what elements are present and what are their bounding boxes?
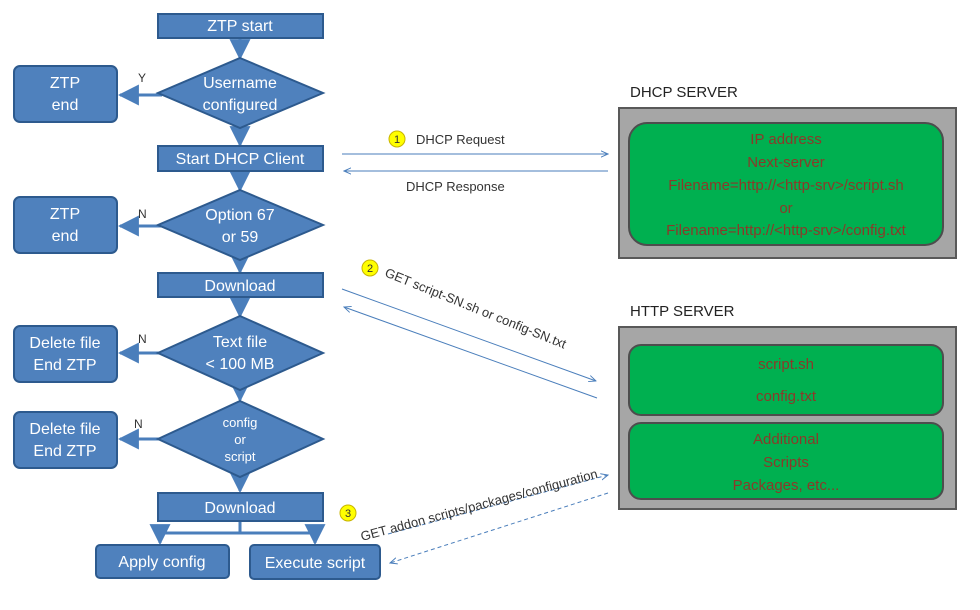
apply-config-box: Apply config	[95, 544, 230, 579]
svg-text:script.sh: script.sh	[758, 356, 814, 373]
svg-text:2: 2	[367, 263, 373, 275]
http-server-title: HTTP SERVER	[630, 303, 735, 320]
execute-script-box: Execute script	[249, 544, 381, 580]
delete-file-box-1: Delete file End ZTP	[13, 325, 118, 383]
svg-text:End ZTP: End ZTP	[33, 357, 96, 374]
svg-text:or: or	[234, 432, 246, 447]
additional-panel	[628, 422, 944, 500]
svg-text:script: script	[224, 449, 255, 464]
dhcp-server-title: DHCP SERVER	[630, 84, 738, 101]
ztp-start-box: ZTP start	[157, 13, 324, 39]
text-file-size-decision: Text file < 100 MB	[155, 314, 326, 392]
option-67-59-decision: Option 67 or 59	[155, 188, 326, 262]
yes-label: Y	[138, 71, 146, 85]
http-get-messages: 2 GET script-SN.sh or config-SN.txt	[341, 259, 598, 399]
step-3-badge	[339, 504, 357, 522]
svg-text:Filename=http://<http-srv>/scr: Filename=http://<http-srv>/script.sh	[668, 177, 904, 194]
svg-text:Packages, etc...: Packages, etc...	[733, 477, 840, 494]
dhcp-request-label: DHCP Request	[416, 132, 505, 147]
download-box-2: Download	[157, 492, 324, 522]
svg-text:or: or	[779, 200, 792, 217]
svg-text:1: 1	[394, 134, 400, 146]
svg-text:config.txt: config.txt	[756, 388, 817, 405]
svg-text:Download: Download	[204, 278, 275, 295]
dhcp-messages: 1 DHCP Request DHCP Response	[342, 130, 608, 194]
svg-text:ZTP: ZTP	[50, 206, 80, 223]
svg-text:Next-server: Next-server	[747, 154, 825, 171]
download-box-1: Download	[157, 272, 324, 298]
http-server: HTTP SERVER script.sh config.txt Additio…	[618, 303, 957, 510]
step-2-badge	[361, 259, 379, 277]
svg-text:Text file: Text file	[213, 334, 267, 351]
svg-text:End ZTP: End ZTP	[33, 443, 96, 460]
delete-file-box-2: Delete file End ZTP	[13, 411, 118, 469]
svg-text:Option 67: Option 67	[205, 207, 274, 224]
svg-text:Filename=http://<http-srv>/con: Filename=http://<http-srv>/config.txt	[666, 222, 907, 239]
dhcp-server: DHCP SERVER IP address Next-server Filen…	[618, 84, 957, 259]
svg-text:Download: Download	[204, 500, 275, 517]
svg-text:Execute script: Execute script	[265, 555, 366, 572]
get-script-label: GET script-SN.sh or config-SN.txt	[383, 265, 569, 352]
svg-text:config: config	[223, 415, 258, 430]
svg-text:Delete file: Delete file	[29, 421, 100, 438]
get-addon-label: GET addon scripts/packages/configuration	[359, 466, 599, 544]
svg-text:Start DHCP Client: Start DHCP Client	[176, 151, 305, 168]
flow-connectors	[117, 38, 326, 546]
ztp-end-box-2: ZTP end	[13, 196, 118, 254]
svg-text:end: end	[52, 97, 79, 114]
username-configured-decision: Username configured	[155, 56, 326, 130]
svg-text:Scripts: Scripts	[763, 454, 809, 471]
svg-text:end: end	[52, 228, 79, 245]
no-label-1: N	[138, 207, 147, 221]
svg-text:Delete file: Delete file	[29, 335, 100, 352]
ztp-start-label: ZTP start	[207, 18, 273, 35]
start-dhcp-client-box: Start DHCP Client	[157, 145, 324, 172]
svg-text:Additional: Additional	[753, 431, 819, 448]
files-panel	[628, 344, 944, 416]
svg-text:or 59: or 59	[222, 229, 259, 246]
no-label-3: N	[134, 417, 143, 431]
config-or-script-decision: config or script	[155, 399, 326, 479]
svg-text:ZTP: ZTP	[50, 75, 80, 92]
svg-text:Apply config: Apply config	[118, 554, 205, 571]
svg-text:3: 3	[345, 508, 351, 520]
no-label-2: N	[138, 332, 147, 346]
svg-text:< 100 MB: < 100 MB	[206, 356, 275, 373]
username-label: Username	[203, 75, 277, 92]
ztp-end-box-1: ZTP end	[13, 65, 118, 123]
dhcp-response-label: DHCP Response	[406, 179, 505, 194]
configured-label: configured	[203, 97, 278, 114]
step-1-badge	[388, 130, 406, 148]
svg-text:IP address: IP address	[750, 131, 821, 148]
